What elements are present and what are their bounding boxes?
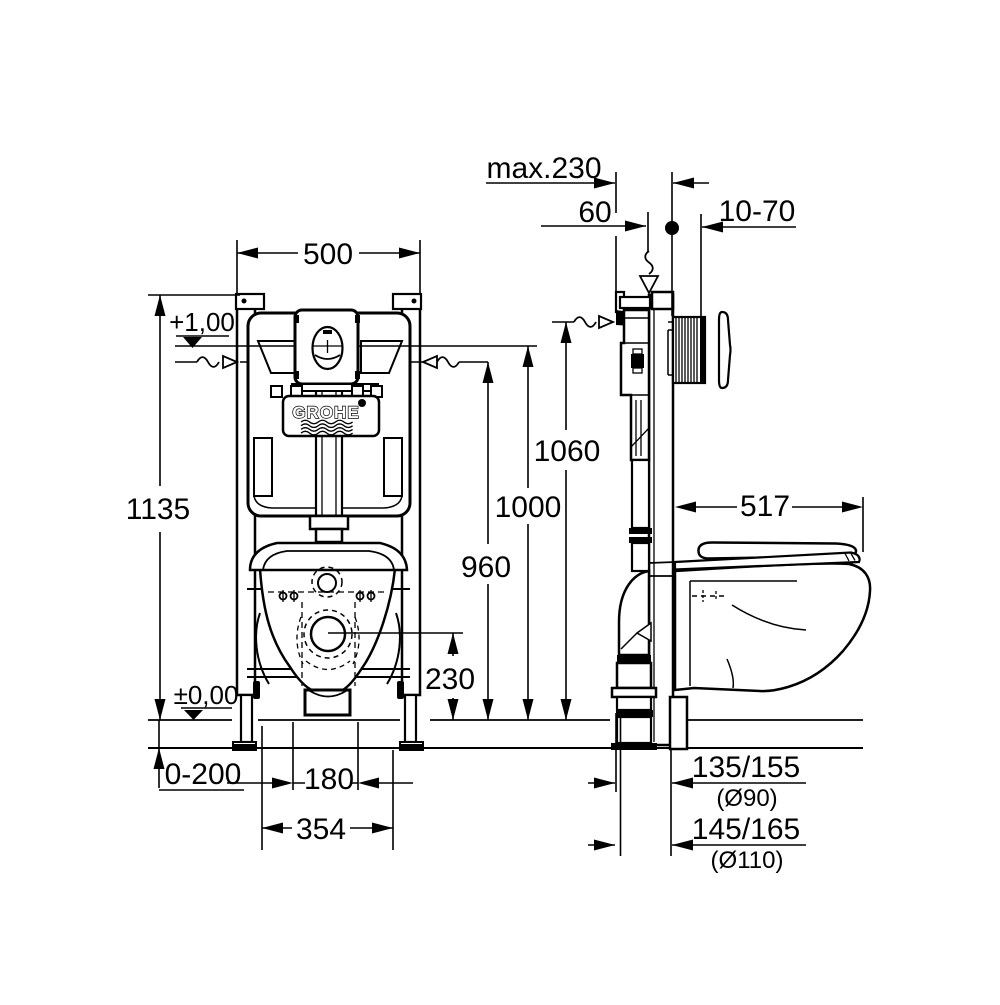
- rail-bolt-left: [241, 298, 247, 304]
- dim-180: 180: [227, 763, 413, 796]
- dim-1000: 1000: [495, 346, 562, 720]
- brand-plate: GROHE: [281, 394, 381, 438]
- dim-1135: 1135: [126, 294, 240, 720]
- outlet-circle: [309, 615, 347, 653]
- dim-960: 960: [461, 362, 511, 720]
- dim-drain110-label: 145/165: [692, 813, 800, 846]
- rail-bolt-right: [411, 298, 417, 304]
- brand-dot: [358, 399, 366, 407]
- dim-1060: 1060: [534, 322, 601, 720]
- dim-230: 230: [425, 633, 475, 720]
- dim-drain-90: 135/155 (Ø90): [588, 751, 806, 812]
- fixing-bolts: [278, 590, 376, 602]
- front-view: GROHE: [175, 292, 537, 751]
- dim-354-label: 354: [296, 813, 346, 846]
- dim-drain-110: 145/165 (Ø110): [588, 813, 806, 874]
- dim-500-label: 500: [303, 238, 353, 271]
- dim-60-label: 60: [578, 196, 611, 229]
- wall-connection-symbol-side: [552, 314, 616, 330]
- toilet-bowl-side: [648, 541, 872, 693]
- dim-max-230: max.230: [486, 152, 709, 189]
- supply-funnel-symbol: [638, 250, 660, 295]
- dim-60: 60: [541, 196, 646, 232]
- threaded-pipe: [667, 315, 707, 385]
- dim-0-200-label: 0-200: [165, 758, 242, 791]
- dim-180-label: 180: [304, 763, 354, 796]
- brand-logo: GROHE: [292, 403, 359, 422]
- dim-354: 354: [261, 722, 394, 850]
- dim-0-200: 0-200: [153, 720, 244, 791]
- dim-1000-label: 1000: [495, 491, 562, 524]
- level-upper-label: +1,00: [169, 307, 235, 337]
- dim-1135-label: 1135: [126, 493, 191, 526]
- level-floor-label: ±0,00: [174, 680, 239, 710]
- dim-drain90-label: 135/155: [692, 751, 800, 784]
- dim-drain90-dia-label: (Ø90): [716, 785, 777, 812]
- water-supply-symbol-right: [420, 354, 488, 370]
- actuation-plate: [717, 310, 732, 390]
- dimensions: 500 1135 +1,00 ±0,00 960 1000: [126, 152, 864, 874]
- frame-feet: [232, 693, 424, 751]
- dim-500: 500: [236, 238, 421, 293]
- dim-max230-label: max.230: [486, 152, 601, 185]
- dim-1060-label: 1060: [534, 435, 601, 468]
- side-view: [610, 290, 872, 751]
- dim-517-label: 517: [740, 490, 790, 523]
- dim-10-70-label: 10-70: [719, 195, 796, 228]
- water-supply-symbol-left: [175, 354, 240, 370]
- dim-960-label: 960: [461, 551, 511, 584]
- dim-drain110-dia-label: (Ø110): [711, 847, 784, 874]
- dim-10-70: 10-70: [702, 195, 796, 233]
- level-mark-floor: ±0,00: [174, 680, 239, 720]
- flush-valve: [311, 325, 344, 371]
- floor-lines: [148, 719, 863, 749]
- dim-230-label: 230: [425, 663, 475, 696]
- level-mark-upper: +1,00: [169, 307, 235, 348]
- drain-pipe: [668, 695, 689, 751]
- toilet-bowl-front: [258, 567, 397, 694]
- dim-517: 517: [675, 490, 864, 552]
